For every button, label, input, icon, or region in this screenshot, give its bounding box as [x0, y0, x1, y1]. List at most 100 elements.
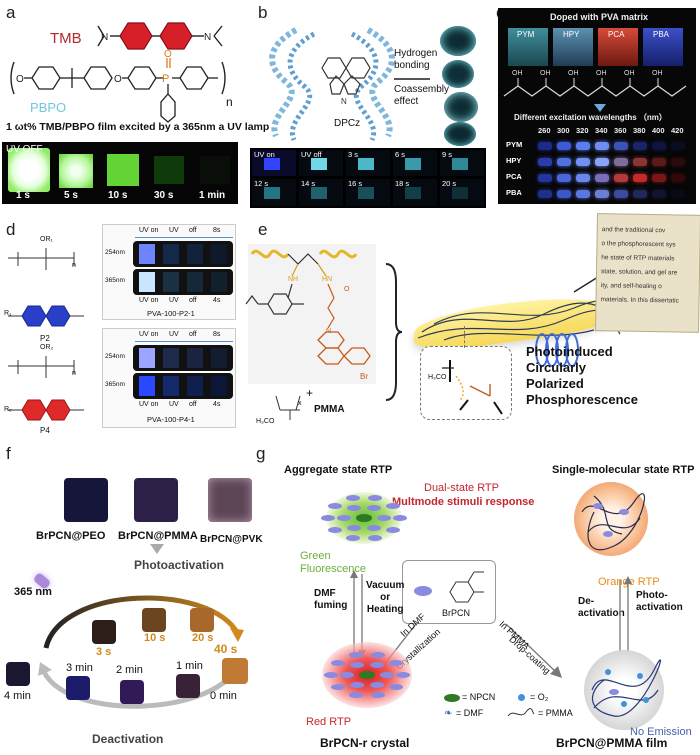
emission-cell-pym-400 [652, 142, 666, 150]
panel-c-image: Doped with PVA matrix PYM HPY PCA PBA OH… [498, 8, 696, 204]
d1-foot-uv-on: UV on [139, 297, 159, 304]
pbpo-label: PBPO [30, 100, 67, 115]
f-time-40s: 40 s [214, 642, 238, 656]
excitation-title: Different excitation wavelengths （nm） [514, 113, 667, 122]
brpcn-molecule [449, 571, 484, 603]
emission-cell-pba-360 [614, 190, 628, 198]
wavelength-400: 400 [652, 126, 665, 135]
helix-right [350, 27, 395, 142]
f-tile-3s [92, 620, 116, 644]
green-molecule-13 [345, 495, 360, 502]
d2-film-3 [187, 348, 203, 368]
e-o-label: O [344, 286, 350, 293]
d-structure-top [8, 248, 75, 270]
cpl-line-2: Circularly [526, 360, 586, 375]
deactivation-label: Deactivation [92, 732, 164, 746]
f-time-4min: 4 min [4, 690, 31, 702]
red-molecule-1 [369, 681, 384, 688]
d1-foot-uv: UV [169, 297, 179, 304]
time-10s: 10 s [108, 190, 128, 201]
d2-8s: 8s [213, 331, 221, 338]
aggregate-title: Aggregate state RTP [284, 464, 393, 476]
cpl-line-1: Photoinduced [526, 344, 613, 359]
emission-cell-pym-300 [557, 142, 571, 150]
f-time-2min: 2 min [116, 664, 143, 676]
b-label-18s: 18 s [395, 179, 410, 188]
b-cell-3s [346, 150, 390, 176]
deact-label: De- activation [578, 596, 625, 619]
f-tile-10s [142, 608, 166, 632]
red-molecule-15 [389, 659, 404, 666]
d1-uv: UV [169, 227, 179, 234]
b-cell-14s [299, 179, 343, 206]
tmb-structure: N N [97, 22, 223, 50]
d2-uv: UV [169, 331, 179, 338]
d2-film-6 [163, 376, 179, 396]
emission-cell-hpy-380 [633, 158, 647, 166]
red-molecule-13 [348, 652, 363, 659]
film-caption: BrPCN@PMMA film [556, 736, 668, 750]
panel-d: d OR₁ n R₁ P2 OR₂ n R₂ P4 UV on UV off [0, 220, 240, 435]
p4-molecule [8, 399, 84, 421]
b-label-3s: 3 s [348, 150, 359, 159]
no-emission-label: No Emission [630, 726, 692, 738]
gray-sphere [584, 650, 664, 730]
b-cell-uv-on [252, 150, 296, 176]
svg-text:O: O [114, 74, 122, 85]
d-structure-bottom [8, 356, 75, 378]
emission-cell-pba-380 [633, 190, 647, 198]
brpcn-label: BrPCN [442, 608, 471, 618]
d2-foot-off: off [189, 401, 197, 408]
emission-cell-hpy-360 [614, 158, 628, 166]
dpcz-label: DPCz [334, 118, 361, 129]
emission-cell-hpy-340 [595, 158, 609, 166]
d1-254nm: 254nm [105, 249, 125, 256]
d2-time-arrow [135, 341, 233, 342]
green-molecule-8 [368, 534, 383, 541]
panel-f: f BrPCN@PEO BrPCN@PMMA BrPCN@PVK Photoac… [0, 440, 263, 755]
emission-cell-pca-320 [576, 174, 590, 182]
legend-npcn: = NPCN [462, 692, 496, 702]
plus-sign: + [306, 386, 314, 400]
wavelength-320: 320 [576, 126, 589, 135]
down-arrow [594, 104, 606, 112]
d1-film-7 [187, 272, 203, 292]
gray-sphere-chains [591, 659, 662, 717]
panel-b-label: b [258, 3, 268, 22]
crystal-caption: BrPCN-r crystal [320, 736, 410, 750]
svg-text:P: P [162, 73, 169, 85]
row-label-pca: PCA [506, 172, 522, 181]
b-label-16s: 16 s [348, 179, 363, 188]
afterglow-grid-b: UV on UV off 3 s 6 s 9 s 12 s 14 s 16 s … [250, 148, 486, 208]
d2-foot-uv-on: UV on [139, 401, 159, 408]
d2-film-7 [187, 376, 203, 396]
zoom-inset-molecule [442, 360, 503, 415]
dual-label: Dual-state RTP [424, 482, 499, 494]
emission-cell-pba-320 [576, 190, 590, 198]
red-molecule-12 [330, 659, 345, 666]
d1-time-arrow [135, 237, 233, 238]
panel-g-label: g [256, 444, 266, 463]
d-n-label-1: n [72, 262, 76, 269]
emission-cell-pca-260 [538, 174, 552, 182]
d2-film-2 [163, 348, 179, 368]
f-tile-1min [176, 674, 200, 698]
cpl-line-4: Phosphorescence [526, 392, 638, 407]
green-label: Green Fluorescence [300, 550, 367, 575]
red-molecule-11 [323, 672, 338, 678]
green-molecule-15 [386, 502, 401, 509]
film-pmma-label: BrPCN@PMMA [118, 530, 198, 542]
legend-npcn-swatch [444, 694, 460, 702]
book-line-4: state, solution, and gel are [600, 268, 678, 277]
time-1s: 1 s [16, 190, 30, 201]
crystal-image-3 [444, 92, 478, 122]
emission-cell-hpy-400 [652, 158, 666, 166]
panel-e: e NH HN O N Br x + PMMA H₃CO [244, 213, 700, 432]
uv-off-label: UV OFF [6, 144, 43, 155]
film-panel-p2: UV on UV off 8s 254nm 365nm UV on UV off… [102, 224, 236, 320]
f-time-3min: 3 min [66, 662, 93, 674]
svg-text:O: O [164, 49, 172, 60]
d2-caption: PVA-100-P4-1 [147, 415, 195, 424]
d2-uv-on: UV on [139, 331, 159, 338]
p2-molecule [8, 305, 84, 327]
